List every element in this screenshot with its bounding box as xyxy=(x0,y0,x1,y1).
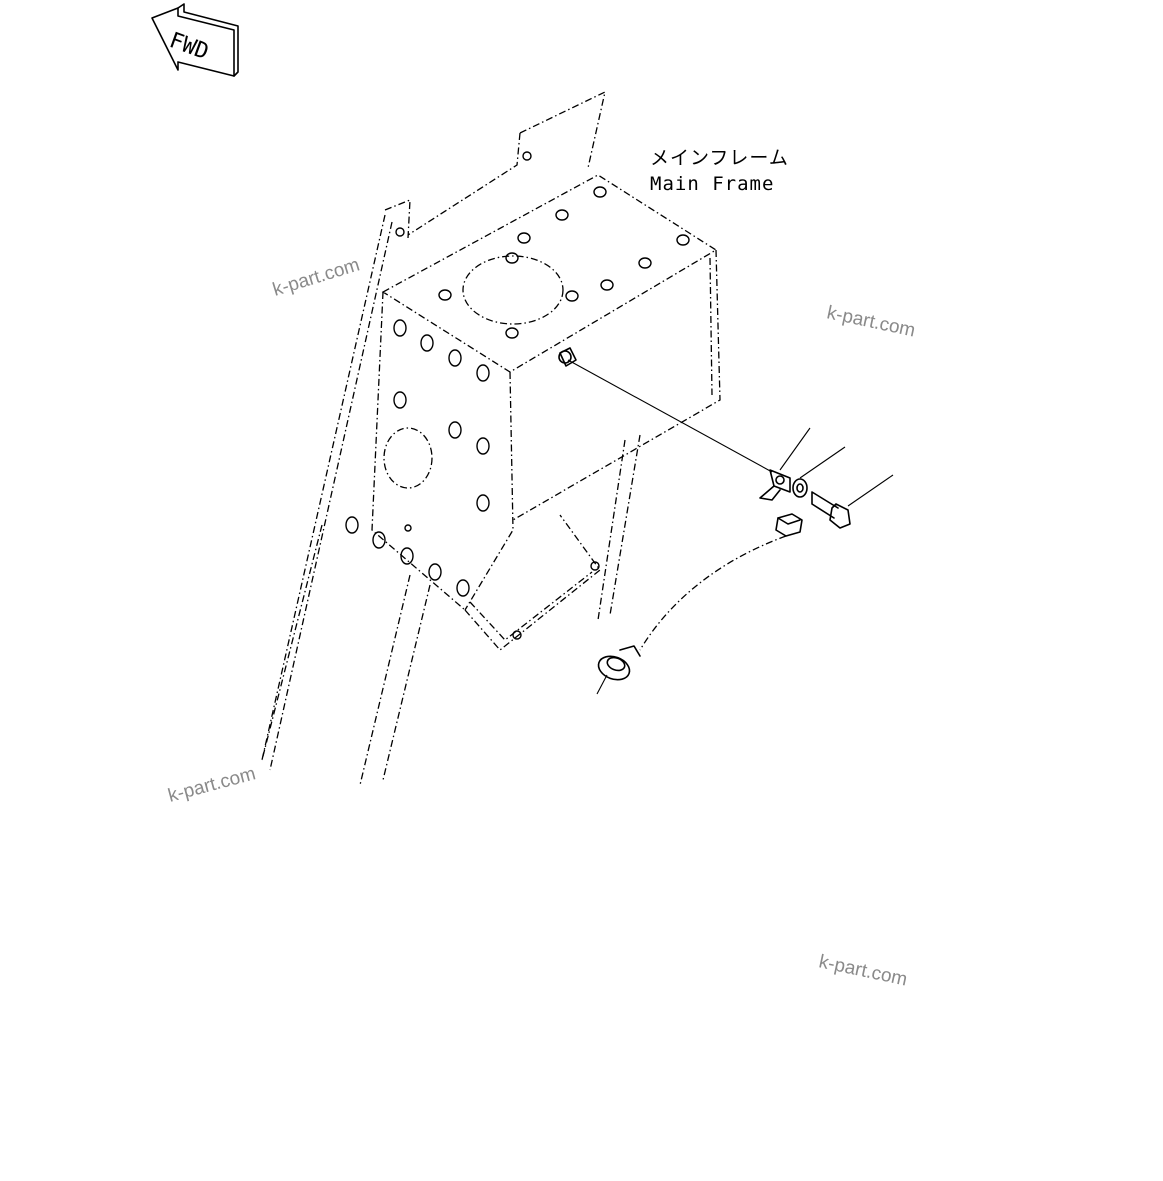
assembly-line xyxy=(567,359,773,473)
grommet-icon xyxy=(597,645,641,681)
leader-lines xyxy=(596,427,894,695)
watermark: k-part.com xyxy=(817,951,909,990)
connector-icon xyxy=(775,513,803,537)
bolt-icon xyxy=(811,491,851,529)
top-plate-holes xyxy=(395,151,690,339)
watermark: k-part.com xyxy=(825,302,917,341)
watermark: k-part.com xyxy=(270,254,362,300)
main-frame-label-en: Main Frame xyxy=(650,173,774,195)
fwd-arrow-icon: FWD xyxy=(151,3,239,77)
side-plate-holes xyxy=(345,319,600,640)
main-frame-outline xyxy=(261,90,721,786)
wire-harness xyxy=(639,535,787,651)
main-frame-label-jp: メインフレーム xyxy=(650,147,789,169)
terminal-clip-icon xyxy=(759,469,791,501)
washer-icon xyxy=(792,478,808,498)
watermark: k-part.com xyxy=(166,763,258,807)
mounting-boss xyxy=(558,347,577,367)
